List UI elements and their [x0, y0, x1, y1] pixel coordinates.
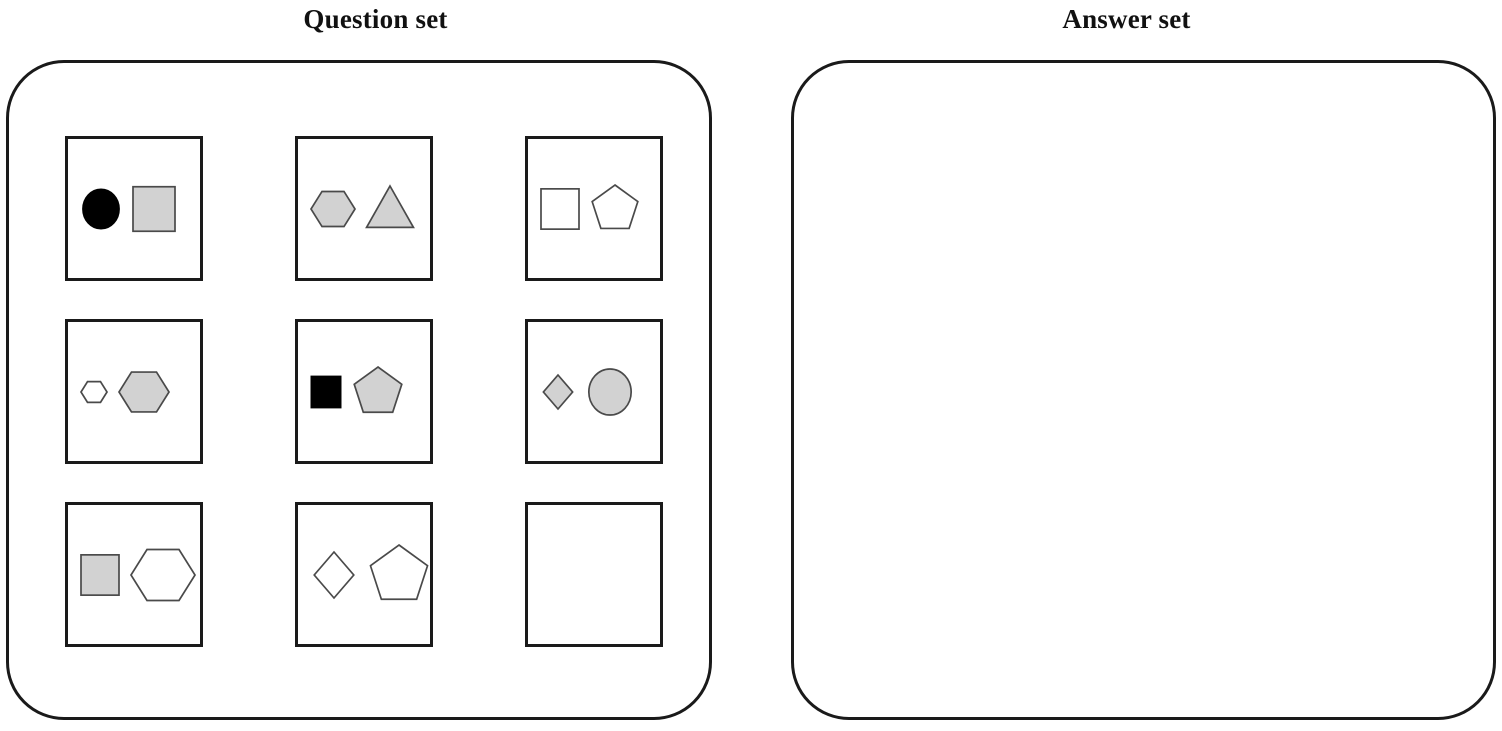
gray-circle-icon [584, 366, 636, 418]
q-cell-5[interactable] [295, 319, 433, 464]
white-square-icon [538, 187, 582, 231]
gray-hexagon-icon [116, 364, 172, 420]
shape-row [304, 364, 430, 420]
white-diamond-icon [308, 549, 360, 601]
question-set-panel: Question set [6, 4, 712, 720]
shape-row [534, 182, 660, 236]
answer-set-container [791, 60, 1496, 720]
q-cell-4[interactable] [65, 319, 203, 464]
answer-set-panel: Answer set [751, 0, 1502, 731]
shape-row [304, 183, 430, 235]
q-cell-3[interactable] [525, 136, 663, 281]
white-hexagon-icon [128, 540, 198, 610]
q-cell-2[interactable] [295, 136, 433, 281]
q-cell-6[interactable] [525, 319, 663, 464]
q-cell-9[interactable] [525, 502, 663, 647]
shape-row [74, 185, 200, 233]
shape-row [74, 540, 200, 610]
gray-triangle-icon [364, 183, 416, 235]
black-square-icon [308, 374, 344, 410]
question-set-title: Question set [303, 4, 448, 34]
question-set-grid [65, 136, 663, 647]
white-hexagon-icon [78, 376, 110, 408]
answer-set-title: Answer set [1062, 4, 1191, 34]
gray-pentagon-icon [350, 364, 406, 420]
gray-square-icon [78, 553, 122, 597]
shape-row [74, 364, 200, 420]
white-pentagon-icon [588, 182, 642, 236]
q-cell-8[interactable] [295, 502, 433, 647]
white-pentagon-icon [366, 542, 432, 608]
gray-square-icon [130, 185, 178, 233]
q-cell-7[interactable] [65, 502, 203, 647]
gray-hexagon-icon [308, 184, 358, 234]
gray-diamond-icon [538, 372, 578, 412]
shape-row [534, 366, 660, 418]
shape-row [304, 542, 432, 608]
q-cell-1[interactable] [65, 136, 203, 281]
black-circle-icon [78, 186, 124, 232]
